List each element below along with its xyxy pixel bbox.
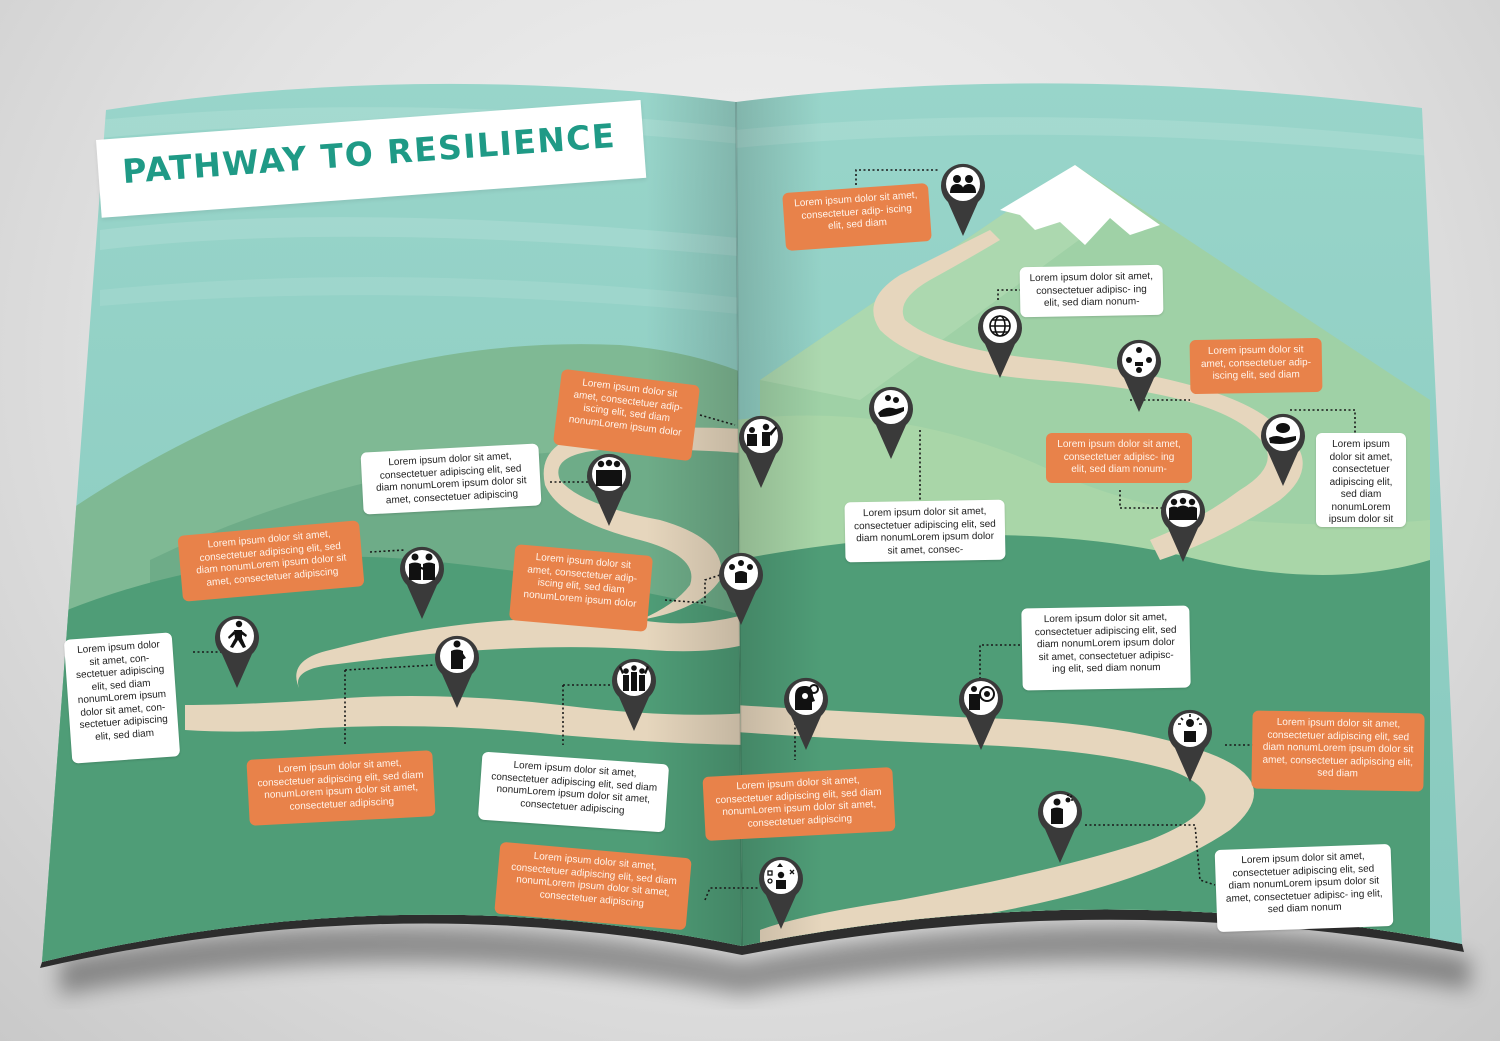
callout-box: Lorem ipsum dolor sit amet, consectetuer… <box>702 767 896 841</box>
callout-box: Lorem ipsum dolor sit amet, consectetuer… <box>1316 433 1406 527</box>
callout-box: Lorem ipsum dolor sit amet, consectetuer… <box>1046 433 1192 483</box>
callout-box: Lorem ipsum dolor sit amet, consectetuer… <box>246 750 436 826</box>
callout-box: Lorem ipsum dolor sit amet, consectetuer… <box>1189 337 1323 395</box>
globe-network-icon <box>978 305 1022 378</box>
network-connections-icon <box>1117 339 1161 412</box>
helping-hand-icon <box>1261 413 1305 486</box>
thinking-person-icon <box>435 635 479 708</box>
callout-box: Lorem ipsum dolor sit amet, consectetuer… <box>782 182 932 252</box>
callout-box: Lorem ipsum dolor sit amet, con- sectetu… <box>63 632 181 764</box>
people-discussion-icon <box>719 552 763 625</box>
presenter-pointing-icon <box>739 415 783 488</box>
problem-solving-icon <box>1038 790 1082 863</box>
teamwork-group-icon <box>1161 489 1205 562</box>
walking-person-icon <box>215 615 259 688</box>
team-huddle-icon <box>587 453 631 526</box>
group-of-people-icon <box>941 163 985 236</box>
strategy-symbols-icon <box>759 856 803 929</box>
callout-box: Lorem ipsum dolor sit amet, consectetuer… <box>1214 843 1394 933</box>
brochure-shadow <box>60 924 1470 995</box>
idea-lightbulb-icon <box>1168 709 1212 782</box>
callout-box: Lorem ipsum dolor sit amet, consectetuer… <box>1251 710 1425 792</box>
callout-box: Lorem ipsum dolor sit amet, consectetuer… <box>477 751 670 833</box>
callout-box: Lorem ipsum dolor sit amet, consectetuer… <box>1021 605 1191 691</box>
celebrating-team-icon <box>612 658 656 731</box>
callout-box: Lorem ipsum dolor sit amet, consectetuer… <box>844 499 1006 563</box>
target-goal-icon <box>959 677 1003 750</box>
callout-box: Lorem ipsum dolor sit amet, consectetuer… <box>508 544 654 632</box>
hand-giving-icon <box>869 386 913 459</box>
head-with-gears-icon <box>784 677 828 750</box>
friends-embrace-icon <box>400 546 444 619</box>
callout-box: Lorem ipsum dolor sit amet, consectetuer… <box>1019 264 1164 318</box>
callout-box: Lorem ipsum dolor sit amet, consectetuer… <box>360 443 542 515</box>
